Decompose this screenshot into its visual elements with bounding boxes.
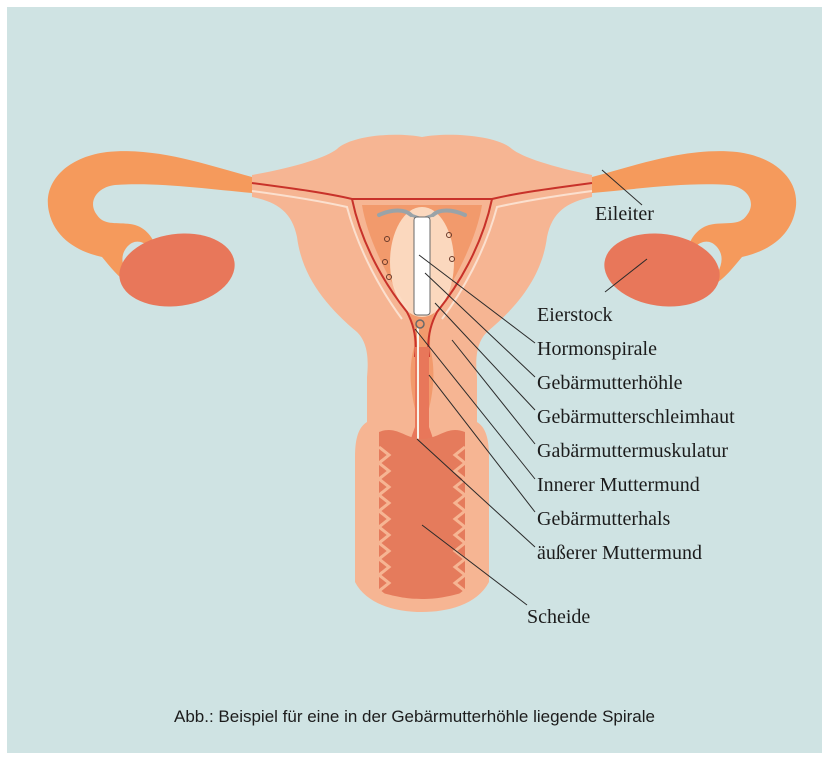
label-aeusserer-muttermund: äußerer Muttermund [537, 543, 702, 563]
label-hormonspirale: Hormonspirale [537, 339, 657, 359]
label-gebaermutterhals: Gebärmutterhals [537, 509, 670, 529]
diagram-panel: Eileiter Eierstock Hormonspirale Gebärmu… [7, 7, 822, 753]
vagina [379, 430, 465, 599]
figure-caption: Abb.: Beispiel für eine in der Gebärmutt… [7, 707, 822, 727]
label-gebaermutterhoehle: Gebärmutterhöhle [537, 373, 683, 393]
label-gabaermuttermuskulatur: Gabärmuttermuskulatur [537, 441, 728, 461]
uterus-anatomy-illustration [7, 7, 822, 753]
label-innerer-muttermund: Innerer Muttermund [537, 475, 700, 495]
label-gebaermutterschleimhaut: Gebärmutterschleimhaut [537, 407, 735, 427]
label-eierstock: Eierstock [537, 305, 613, 325]
label-scheide: Scheide [527, 607, 590, 627]
label-eileiter: Eileiter [595, 204, 654, 224]
